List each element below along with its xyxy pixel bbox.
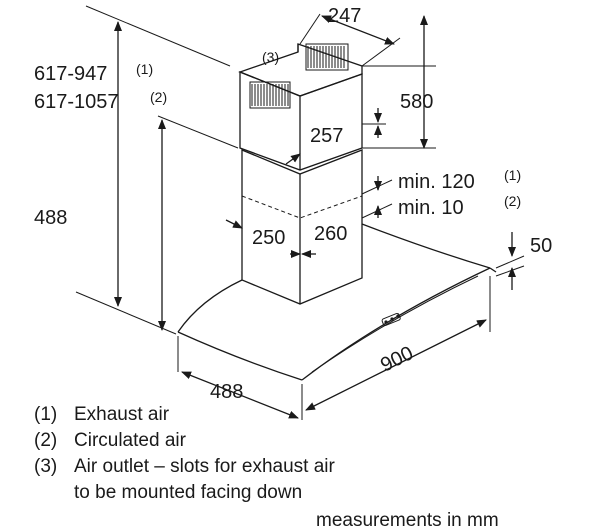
dimension-lines [75, 5, 525, 420]
dim-min-circulated-note: (2) [504, 193, 521, 209]
dim-min-exhaust: min. 120 [398, 171, 475, 193]
dim-total-height-circulated: 617-1057 [34, 91, 119, 113]
legend-item-text: to be mounted facing down [74, 482, 302, 503]
legend-item-marker: (1) [34, 404, 57, 425]
dim-duct-depth: 247 [328, 5, 361, 27]
dim-total-height-circulated-note: (2) [150, 89, 167, 105]
dim-duct-width: 257 [310, 125, 343, 147]
dim-duct-upper-height: 580 [400, 91, 433, 113]
legend: (1) Exhaust air (2) Circulated air (3) A… [34, 404, 336, 503]
air-outlet-slots-left [249, 81, 291, 109]
dim-canopy-thickness: 50 [530, 235, 552, 257]
dim-min-exhaust-note: (1) [504, 167, 521, 183]
dim-lower-duct-height: 488 [34, 207, 67, 229]
hood-canopy [177, 223, 497, 381]
measurement-unit-note: measurements in mm [316, 510, 499, 531]
legend-item-text: Exhaust air [74, 404, 170, 425]
legend-item-marker: (3) [34, 456, 57, 477]
dim-min-circulated: min. 10 [398, 197, 464, 219]
dim-duct-inner-depth: 260 [314, 223, 347, 245]
dim-total-height-exhaust-note: (1) [136, 61, 153, 77]
air-outlet-slots-right [305, 43, 349, 71]
dim-total-height-exhaust: 617-947 [34, 63, 107, 85]
dim-duct-inner-width: 250 [252, 227, 285, 249]
dim-hood-depth: 488 [210, 381, 243, 403]
legend-item-marker: (2) [34, 430, 57, 451]
legend-item-text: Air outlet – slots for exhaust air [74, 456, 336, 477]
legend-item-text: Circulated air [74, 430, 187, 451]
upper-chimney [238, 43, 363, 171]
outlet-note-marker: (3) [262, 49, 279, 65]
